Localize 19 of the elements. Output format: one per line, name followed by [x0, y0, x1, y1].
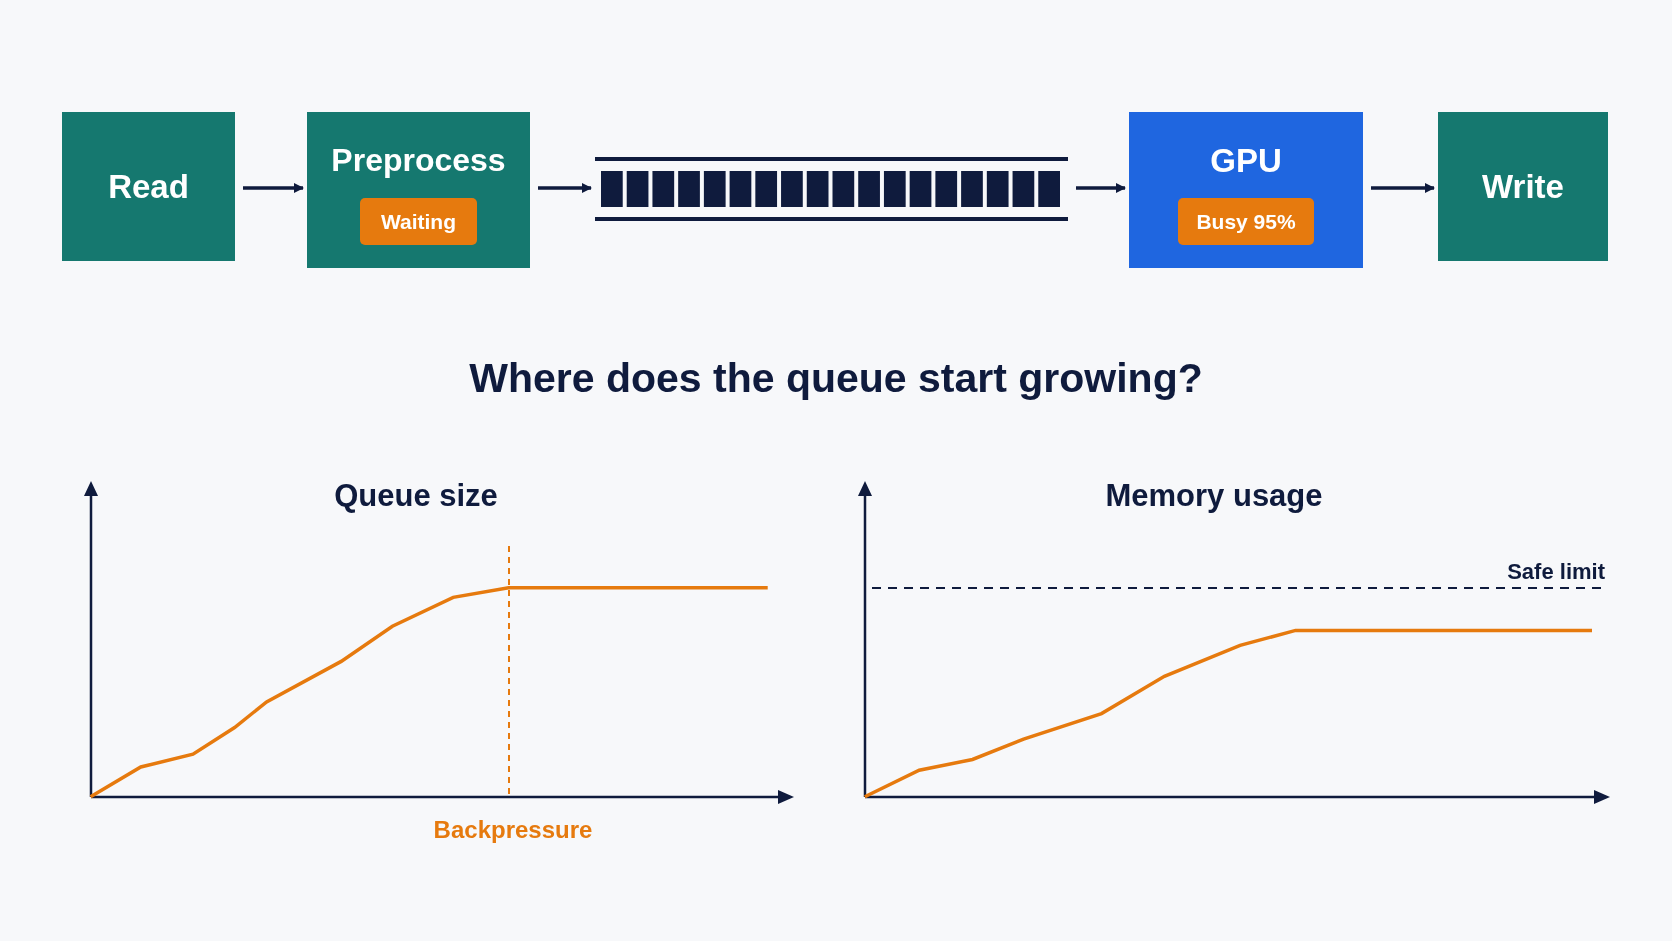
process-name: Write — [1482, 167, 1564, 206]
arrow — [538, 183, 592, 193]
status-badge: Busy 95% — [1178, 198, 1314, 245]
process-box — [1129, 112, 1363, 268]
chart-title: Memory usage — [1105, 478, 1323, 514]
process-box — [62, 112, 235, 261]
arrow — [1076, 183, 1126, 193]
process-box — [307, 112, 530, 268]
process-name: Read — [108, 167, 189, 206]
arrow — [243, 183, 304, 193]
threshold-label: Safe limit — [1507, 559, 1605, 585]
status-badge: Waiting — [360, 198, 477, 245]
marker-label: Backpressure — [433, 816, 593, 844]
process-box — [1438, 112, 1608, 261]
diagram-title: Where does the queue start growing? — [468, 355, 1204, 402]
process-name: GPU — [1210, 142, 1282, 180]
arrow — [1371, 183, 1435, 193]
process-name: Preprocess — [331, 142, 506, 179]
chart-title: Queue size — [334, 478, 498, 514]
